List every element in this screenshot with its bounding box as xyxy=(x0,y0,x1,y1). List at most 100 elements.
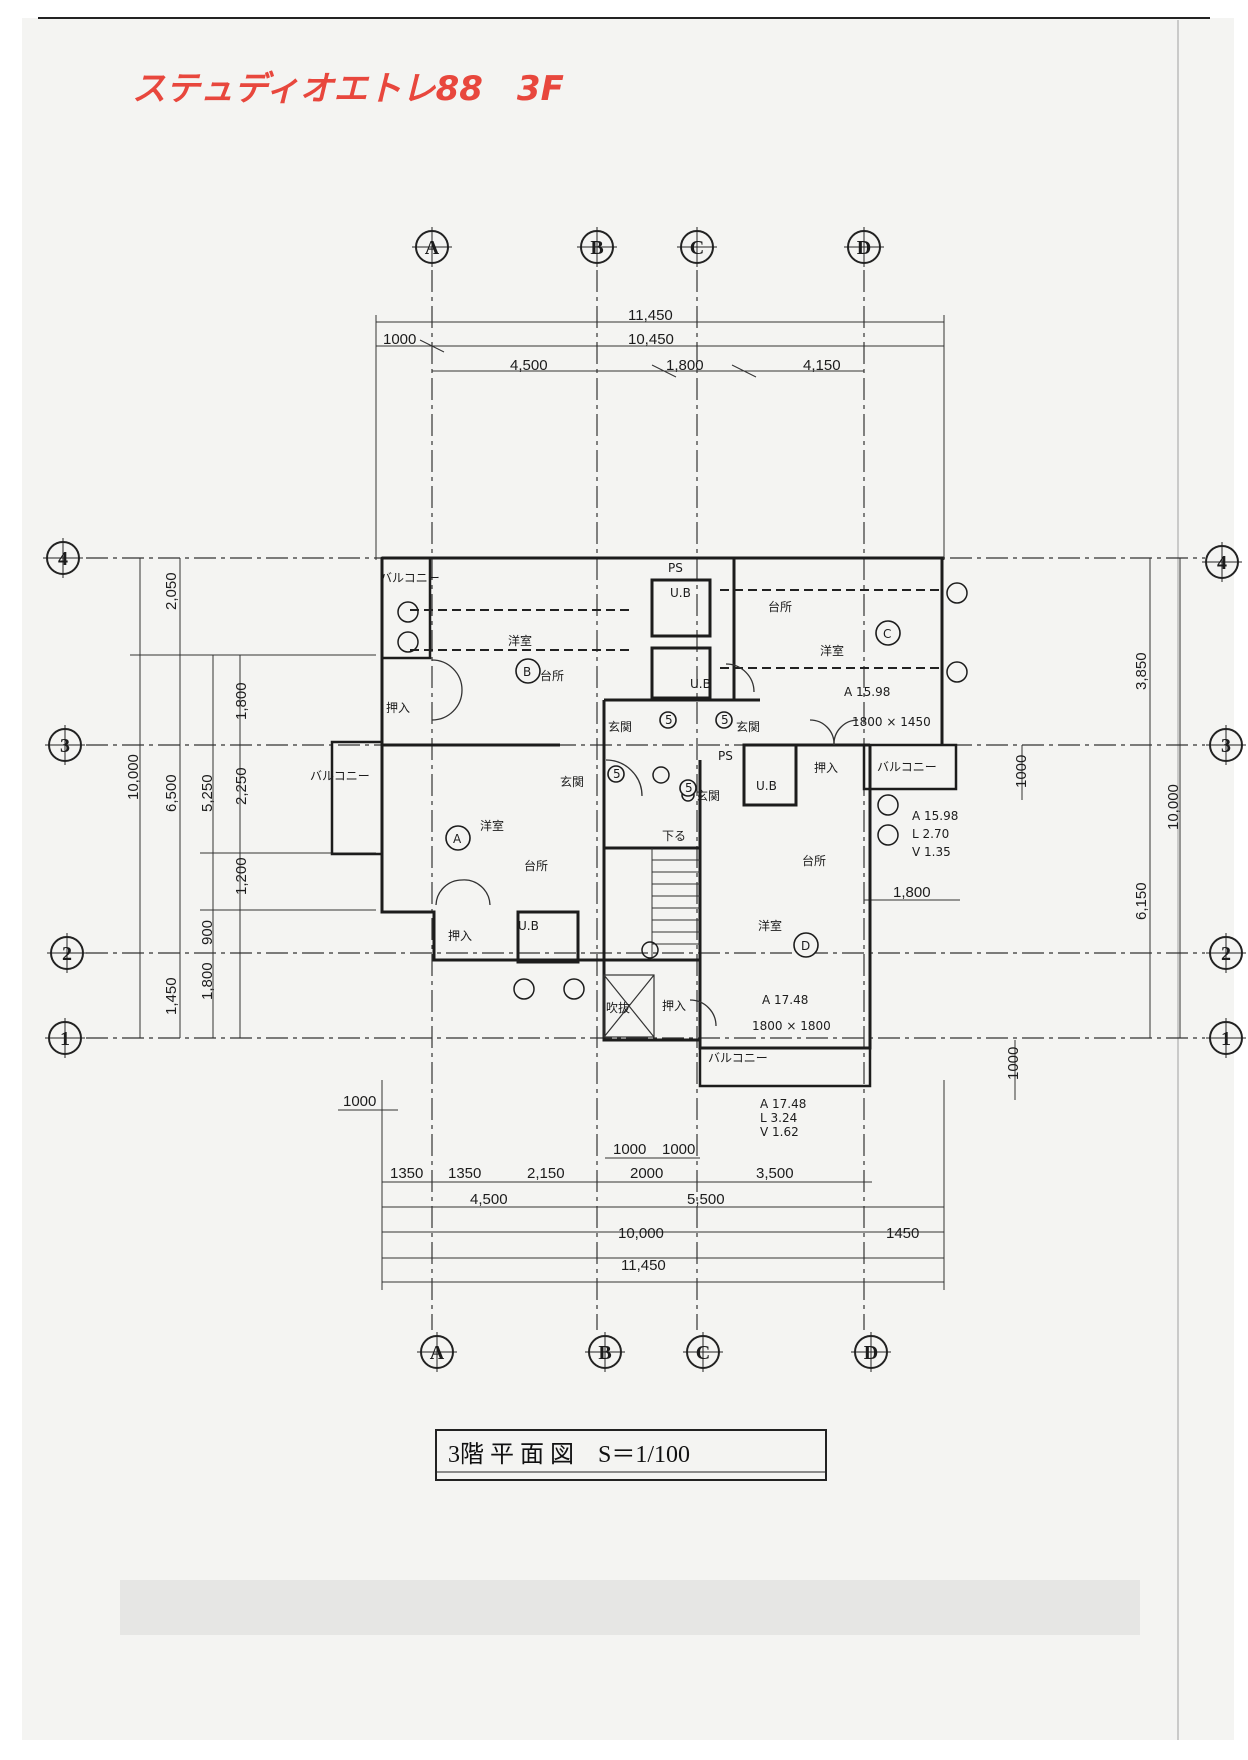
balcony-south xyxy=(698,1046,872,1088)
unit-d-area: A 17.48 xyxy=(762,993,808,1007)
door-swings xyxy=(431,659,859,1027)
dim-bottom-10000: 10,000 xyxy=(618,1225,664,1242)
grid-bubble-1-left: 1 xyxy=(45,1018,85,1058)
grid-label-d-bottom: D xyxy=(864,1342,878,1364)
unit-b-room-label: 洋室 xyxy=(508,633,532,648)
grid-bubble-2-left: 2 xyxy=(47,933,87,973)
dim-bottom-4500: 4,500 xyxy=(470,1191,508,1208)
grid-bubble-d-bottom: D xyxy=(851,1332,891,1372)
dim-left-2050: 2,050 xyxy=(163,572,180,610)
grid-bubble-c-top: C xyxy=(677,227,717,267)
grid-label-4-right: 4 xyxy=(1217,552,1227,574)
paper xyxy=(22,18,1234,1740)
grid-label-a-bottom: A xyxy=(430,1342,445,1364)
dim-left-1200: 1,200 xyxy=(233,857,250,895)
dim-right-6150: 6,150 xyxy=(1133,882,1150,920)
grid-label-1-right: 1 xyxy=(1221,1028,1231,1050)
grid-bubbles-bottom: A B C D xyxy=(417,1332,891,1372)
entry-5-marker-c: 5 xyxy=(721,713,729,727)
oshiire-label-d: 押入 xyxy=(662,999,686,1013)
grid-bubble-4-left: 4 xyxy=(43,538,83,578)
fixture-circles xyxy=(397,582,968,1000)
grid-label-d-top: D xyxy=(857,237,871,259)
stair-treads xyxy=(651,848,700,960)
dim-left-1450: 1,450 xyxy=(163,977,180,1015)
grid-bubble-1-right: 1 xyxy=(1206,1018,1246,1058)
oshiire-label-a: 押入 xyxy=(448,929,472,943)
grid-bubble-4-right: 4 xyxy=(1202,542,1242,582)
dim-bottom-1000-a: 1000 xyxy=(343,1093,376,1110)
balcony-label-w: バルコニー xyxy=(310,769,370,783)
atrium-void xyxy=(603,974,655,1038)
dim-bottom-1000-c: 1000 xyxy=(662,1141,695,1158)
dimension-lines-top xyxy=(375,315,945,560)
dim-bottom-2150: 2,150 xyxy=(527,1165,565,1182)
ub-upper-box xyxy=(650,578,712,638)
dim-bottom-1350: 1350 xyxy=(448,1165,481,1182)
ub-label-b: U.B xyxy=(670,586,691,600)
dim-top-span-cd: 4,150 xyxy=(803,357,841,374)
unit-c-room-label: 洋室 xyxy=(820,643,844,658)
unit-b-kitchen-label: 台所 xyxy=(540,668,564,683)
entry-5-marker-b: 5 xyxy=(665,713,673,727)
dim-top-total: 11,450 xyxy=(628,307,673,324)
balcony-south-area: A 17.48 xyxy=(760,1097,806,1111)
grid-label-3-right: 3 xyxy=(1221,735,1231,757)
dim-right-10000: 10,000 xyxy=(1165,784,1182,830)
balcony-west xyxy=(330,740,384,856)
balcony-south-length: L 3.24 xyxy=(760,1111,797,1125)
dim-right-1800: 1,800 xyxy=(893,884,931,901)
room-markers xyxy=(445,620,901,958)
dimension-lines-left xyxy=(130,558,376,1038)
room-a-marker: A xyxy=(453,832,462,846)
unit-d-kitchen-label: 台所 xyxy=(802,853,826,868)
dim-top-left-offset: 1000 xyxy=(383,331,416,348)
scan-smudge-band xyxy=(120,1580,1140,1635)
grid-bubble-b-top: B xyxy=(577,227,617,267)
genkan-label-b: 玄関 xyxy=(608,719,632,734)
dim-bottom-right-1000: 1000 xyxy=(1005,1047,1022,1080)
ub-label-a: U.B xyxy=(518,919,539,933)
dim-left-6500: 6,500 xyxy=(163,774,180,812)
dim-bottom-1350-lead: 1350 xyxy=(390,1165,423,1182)
entry-5-marker-a: 5 xyxy=(613,767,621,781)
handwritten-note: ステュディオエトレ88 3F xyxy=(132,69,564,109)
unit-a-room-label: 洋室 xyxy=(480,818,504,833)
genkan-label-c: 玄関 xyxy=(736,719,760,734)
grid-bubble-3-left: 3 xyxy=(45,725,85,765)
grid-bubble-2-right: 2 xyxy=(1206,933,1246,973)
dim-bottom-5500: 5,500 xyxy=(687,1191,725,1208)
dim-bottom-11450: 11,450 xyxy=(621,1257,666,1274)
grid-label-4-left: 4 xyxy=(58,548,68,570)
atrium-label: 吹抜 xyxy=(606,1001,630,1015)
dim-top-span-ab: 4,500 xyxy=(510,357,548,374)
grid-label-1-left: 1 xyxy=(60,1028,70,1050)
overhead-lines xyxy=(410,589,940,669)
ub-east-box xyxy=(742,743,798,807)
genkan-label-d: 玄関 xyxy=(696,788,720,803)
ub-label-c: U.B xyxy=(690,677,711,691)
ub-mid-box xyxy=(650,646,712,700)
dim-top-inner: 10,450 xyxy=(628,331,674,348)
unit-d-window: 1800 × 1800 xyxy=(752,1019,831,1033)
grid-label-2-right: 2 xyxy=(1221,943,1231,965)
ps-label-top: PS xyxy=(668,561,683,575)
unit-c-window: 1800 × 1450 xyxy=(852,715,931,729)
grid-bubble-a-top: A xyxy=(412,227,452,267)
balconies xyxy=(330,556,958,1088)
dim-left-1800b: 1,800 xyxy=(199,962,216,1000)
grid-bubbles-top: A B C D xyxy=(412,227,884,267)
unit-c-kitchen-label: 台所 xyxy=(768,599,792,614)
dim-right-3850: 3,850 xyxy=(1133,652,1150,690)
ub-label-d: U.B xyxy=(756,779,777,793)
grid-label-b-bottom: B xyxy=(598,1342,611,1364)
grid-label-3-left: 3 xyxy=(60,735,70,757)
entry-5-marker-d: 5 xyxy=(685,781,693,795)
balcony-label-s: バルコニー xyxy=(708,1051,768,1065)
grid-label-a-top: A xyxy=(425,237,440,259)
unit-d-room-label: 洋室 xyxy=(758,918,782,933)
grid-label-c-bottom: C xyxy=(696,1342,710,1364)
grid-bubbles-right: 4 3 2 1 xyxy=(1202,542,1246,1058)
unit-a-kitchen-label: 台所 xyxy=(524,858,548,873)
